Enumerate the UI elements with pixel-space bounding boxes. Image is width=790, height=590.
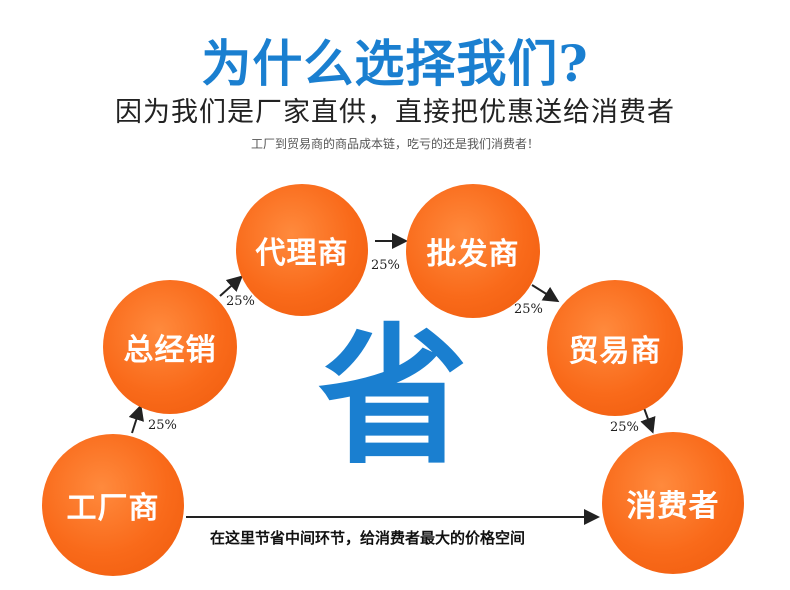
markup-label: 25% [610,420,639,435]
save-character: 省 [318,309,469,485]
arrow-factory-to-distributor [128,404,144,434]
node-label: 批发商 [426,237,520,272]
arrow-wholesaler-to-trader [531,284,560,303]
node-label: 消费者 [626,489,720,524]
node-factory: 工厂商 [42,434,184,576]
markup-label: 25% [148,418,177,433]
node-consumer: 消费者 [602,432,744,574]
markup-label: 25% [226,294,255,309]
node-label: 贸易商 [568,334,662,369]
page-subtitle: 因为我们是厂家直供，直接把优惠送给消费者 [115,97,675,128]
node-trader: 贸易商 [547,280,683,416]
node-label: 工厂商 [66,491,160,526]
page-title: 为什么选择我们? [201,34,589,93]
bottom-note: 在这里节省中间环节，给消费者最大的价格空间 [210,529,526,547]
node-agent: 代理商 [236,184,368,316]
node-wholesaler: 批发商 [406,184,540,318]
node-distributor: 总经销 [103,280,237,414]
node-label: 总经销 [123,333,217,368]
markup-label: 25% [371,258,400,273]
node-label: 代理商 [255,236,349,271]
page-caption: 工厂到贸易商的商品成本链，吃亏的还是我们消费者！ [250,137,539,151]
arrow-distributor-to-agent [219,275,243,297]
arrow-trader-to-consumer [640,407,656,434]
markup-label: 25% [514,302,543,317]
